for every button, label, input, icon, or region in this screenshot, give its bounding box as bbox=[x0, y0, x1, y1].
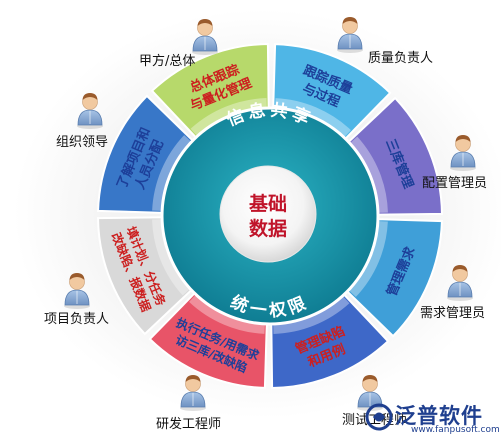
person-icon bbox=[450, 135, 476, 171]
person-icon bbox=[180, 375, 206, 411]
segment-highlight-1 bbox=[190, 98, 267, 137]
person-icon bbox=[447, 265, 473, 301]
segment-highlight-8 bbox=[152, 135, 192, 211]
segments-ring: 总体跟踪与量化管理跟踪质量与过程三库管理管理需求管理缺陷和用例执行任务/用需求访… bbox=[97, 43, 443, 389]
role-label-yanfa: 研发工程师 bbox=[156, 417, 222, 432]
center-line-2: 数据 bbox=[249, 217, 287, 240]
roles-layer bbox=[64, 17, 476, 411]
segment-highlight-2 bbox=[275, 98, 351, 138]
center-line-1: 基础 bbox=[248, 192, 287, 215]
role-label-peizhi: 配置管理员 bbox=[422, 176, 488, 191]
brand-name: 泛普软件 bbox=[395, 404, 483, 428]
role-label-xuqiu: 需求管理员 bbox=[420, 306, 486, 321]
segment-highlight-5 bbox=[273, 295, 350, 334]
center-core bbox=[219, 165, 317, 263]
segment-highlight-7 bbox=[152, 219, 191, 296]
segment-highlight-4 bbox=[348, 221, 388, 297]
person-icon bbox=[192, 19, 218, 55]
brand-url: www.fanpusoft.com bbox=[411, 425, 500, 435]
role-label-zhiliang: 质量负责人 bbox=[368, 51, 434, 66]
segment-highlight-3 bbox=[349, 136, 388, 213]
role-label-jiafang: 甲方/总体 bbox=[139, 54, 196, 69]
role-label-zuzhi: 组织领导 bbox=[56, 135, 109, 150]
brand-mark-icon bbox=[365, 403, 393, 431]
person-icon bbox=[77, 93, 103, 129]
role-label-xiangmu: 项目负责人 bbox=[44, 312, 110, 327]
person-icon bbox=[64, 273, 90, 309]
brand-logo: 泛普软件 www.fanpusoft.com bbox=[365, 400, 500, 436]
segment-highlight-6 bbox=[189, 294, 265, 334]
person-icon bbox=[337, 17, 363, 53]
